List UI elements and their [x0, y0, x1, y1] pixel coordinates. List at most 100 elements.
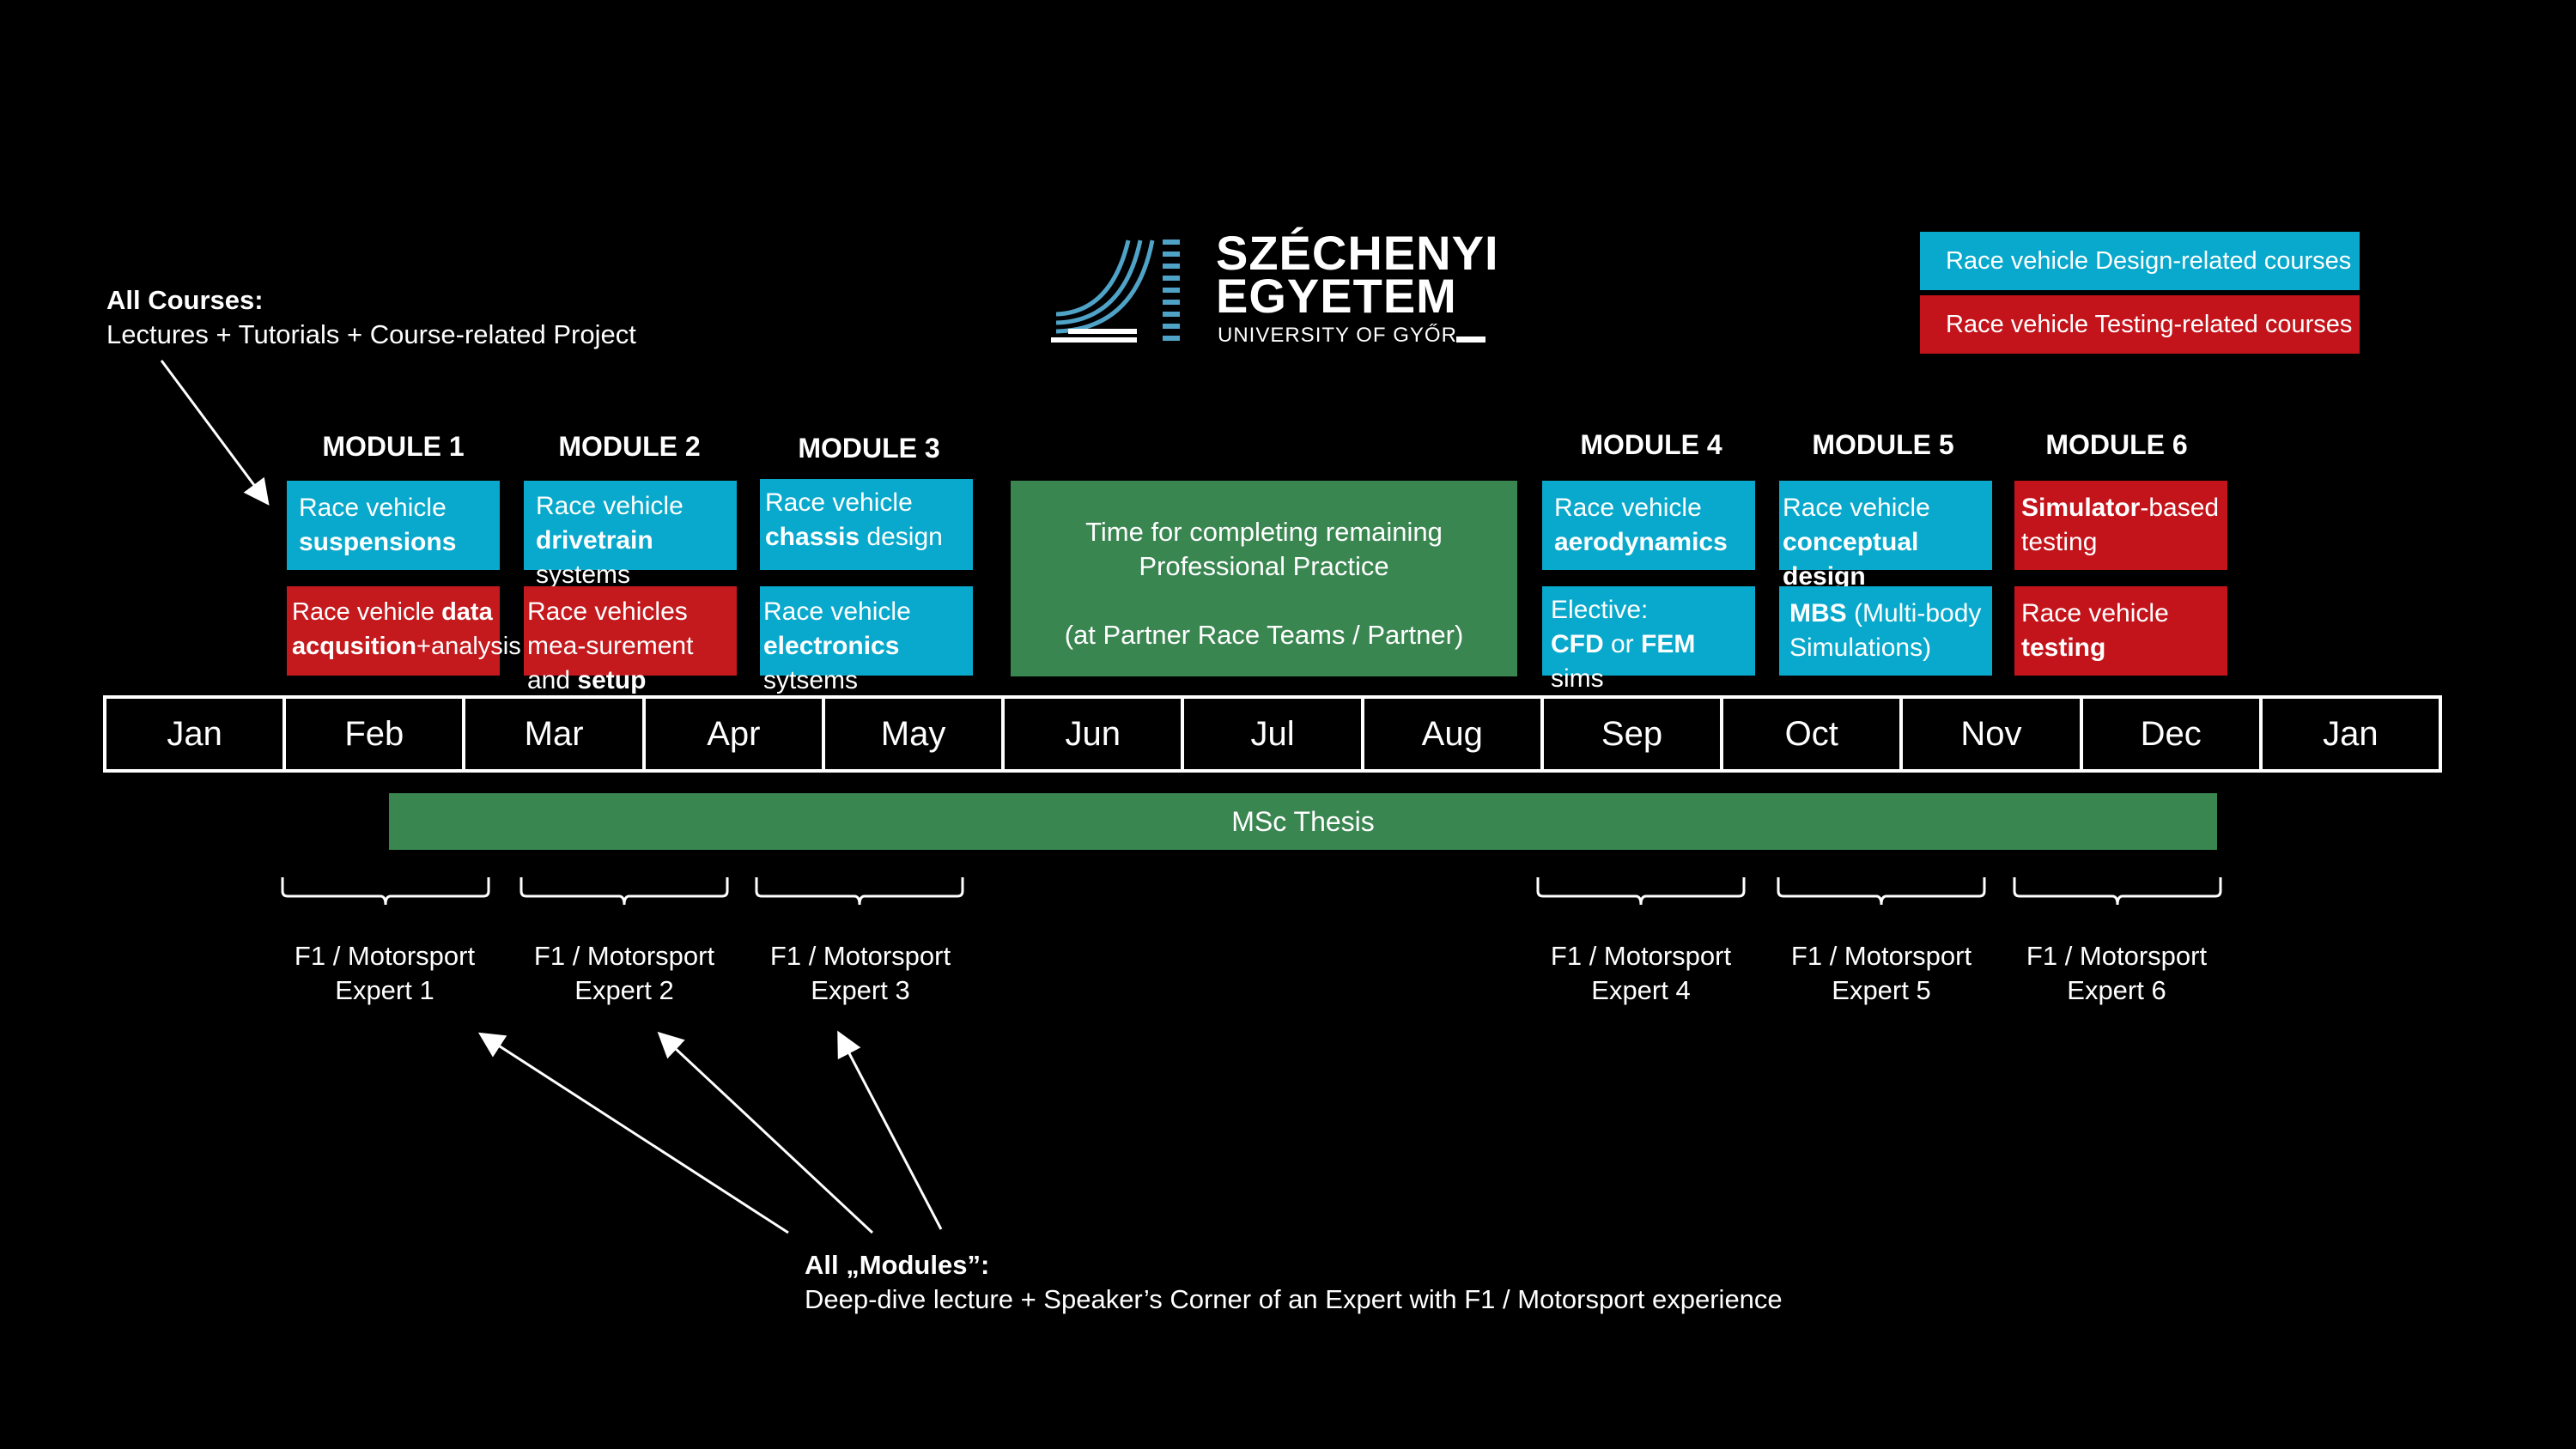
course-text: or	[1603, 630, 1642, 658]
expert-4-label: F1 / Motorsport Expert 4	[1525, 939, 1757, 1008]
month-cell: Jun	[1005, 699, 1185, 769]
course-text: Race vehicle	[299, 494, 447, 522]
module-3-course-electronics: Race vehicle electronics sytsems	[760, 586, 973, 694]
expert-braces	[281, 877, 2222, 906]
expert-line2: Expert 3	[811, 975, 910, 1005]
expert-line1: F1 / Motorsport	[533, 941, 715, 971]
month-timeline: Jan Feb Mar Apr May Jun Jul Aug Sep Oct …	[103, 695, 2442, 773]
logo-line2: EGYETEM	[1216, 269, 1457, 323]
module-3-course-chassis: Race vehicle chassis design	[760, 479, 973, 570]
brace-2	[519, 877, 729, 906]
module-2-course-measurement-setup: Race vehicles mea-surement and setup	[524, 586, 737, 694]
logo-dash	[1456, 336, 1485, 343]
expert-2-label: F1 / Motorsport Expert 2	[508, 939, 740, 1008]
course-bold: FEM	[1641, 630, 1696, 658]
university-logo	[1051, 237, 1489, 349]
module-6-course-vehicle-testing: Race vehicle testing	[2014, 586, 2227, 676]
arrows	[160, 360, 943, 1234]
expert-line1: F1 / Motorsport	[1790, 941, 1972, 971]
practice-line1: Time for completing remaining	[1085, 517, 1443, 547]
course-text: Race vehicle	[2021, 599, 2169, 627]
module-4-course-aerodynamics: Race vehicle aerodynamics	[1542, 481, 1755, 570]
course-text: Race vehicle	[292, 598, 442, 626]
all-modules-note: All „Modules”: Deep-dive lecture + Speak…	[805, 1248, 1783, 1317]
arrow-module-2	[657, 1031, 874, 1234]
month-cell: Apr	[646, 699, 825, 769]
course-text: Race vehicle	[536, 492, 683, 520]
legend-testing-label: Race vehicle Testing-related courses	[1946, 310, 2353, 338]
month-cell: Feb	[286, 699, 466, 769]
module-1-course-data-acquisition: Race vehicle data acqusition+analysis	[287, 586, 521, 676]
arrow-module-3	[837, 1030, 943, 1230]
course-text: Elective:	[1551, 596, 1649, 624]
expert-line2: Expert 1	[335, 975, 434, 1005]
professional-practice-box: Time for completing remaining Profession…	[1011, 481, 1517, 676]
module-5-title: MODULE 5	[1812, 429, 1954, 460]
expert-5-label: F1 / Motorsport Expert 5	[1765, 939, 1997, 1008]
module-6-title: MODULE 6	[2045, 429, 2188, 460]
month-cell: Sep	[1544, 699, 1724, 769]
expert-line2: Expert 4	[1591, 975, 1691, 1005]
expert-6-label: F1 / Motorsport Expert 6	[2001, 939, 2233, 1008]
course-text: design	[860, 523, 943, 551]
legend-design: Race vehicle Design-related courses	[1920, 232, 2360, 290]
course-bold: electronics	[763, 632, 900, 660]
course-text: systems	[536, 561, 631, 589]
expert-line1: F1 / Motorsport	[769, 941, 951, 971]
practice-line2: Professional Practice	[1139, 551, 1389, 581]
module-2-course-drivetrain: Race vehicle drivetrain systems	[524, 481, 737, 589]
month-cell: Nov	[1903, 699, 2083, 769]
module-1-course-suspensions: Race vehicle suspensions	[287, 481, 500, 570]
brace-4	[1536, 877, 1746, 906]
month-cell: Aug	[1364, 699, 1544, 769]
month-cell: Mar	[465, 699, 646, 769]
course-text: (Multi-body Simulations)	[1789, 599, 1982, 662]
month-cell: Jan	[106, 699, 287, 769]
expert-line1: F1 / Motorsport	[2026, 941, 2208, 971]
module-3-title: MODULE 3	[798, 433, 940, 464]
brace-6	[2013, 877, 2222, 906]
module-1-title: MODULE 1	[322, 431, 465, 462]
month-cell: May	[825, 699, 1005, 769]
course-text: sytsems	[763, 666, 859, 694]
course-bold: MBS	[1789, 599, 1847, 627]
course-bold: conceptual design	[1783, 528, 1919, 591]
course-bold: testing	[2021, 634, 2106, 662]
module-5-course-conceptual-design: Race vehicle conceptual design	[1779, 481, 1992, 591]
month-cell: Jan	[2323, 714, 2379, 753]
arrow-module-1	[477, 1032, 789, 1234]
all-courses-note: All Courses: Lectures + Tutorials + Cour…	[106, 283, 636, 352]
expert-line2: Expert 6	[2067, 975, 2166, 1005]
module-6-course-simulator-testing: Simulator-based testing	[2014, 481, 2227, 570]
expert-line1: F1 / Motorsport	[294, 941, 476, 971]
module-5-course-mbs: MBS (Multi-body Simulations)	[1779, 586, 1992, 676]
course-bold: setup	[577, 666, 647, 694]
expert-line2: Expert 5	[1832, 975, 1931, 1005]
course-text: Race vehicle	[1783, 494, 1930, 522]
all-courses-title: All Courses:	[106, 285, 264, 315]
course-bold: drivetrain	[536, 526, 653, 555]
course-text: +analysis	[416, 633, 521, 660]
expert-3-label: F1 / Motorsport Expert 3	[744, 939, 976, 1008]
month-cell: Jul	[1184, 699, 1364, 769]
all-modules-title: All „Modules”:	[805, 1250, 990, 1280]
course-bold: aerodynamics	[1554, 528, 1728, 556]
logo-subtitle: UNIVERSITY OF GYŐR	[1218, 324, 1457, 347]
course-bold: data acqusition	[292, 598, 493, 660]
all-courses-text: Lectures + Tutorials + Course-related Pr…	[106, 319, 636, 349]
legend-design-label: Race vehicle Design-related courses	[1946, 246, 2352, 275]
brace-1	[281, 877, 490, 906]
course-bold: chassis	[765, 523, 860, 551]
brace-5	[1777, 877, 1986, 906]
course-bold: suspensions	[299, 528, 457, 556]
msc-thesis-bar: MSc Thesis	[389, 793, 2217, 850]
module-2-title: MODULE 2	[558, 431, 701, 462]
practice-line3: (at Partner Race Teams / Partner)	[1064, 620, 1464, 650]
course-text: Race vehicle	[1554, 494, 1702, 522]
course-bold: CFD	[1551, 630, 1604, 658]
expert-1-label: F1 / Motorsport Expert 1	[269, 939, 501, 1008]
legend-testing: Race vehicle Testing-related courses	[1920, 295, 2360, 354]
expert-line2: Expert 2	[574, 975, 674, 1005]
course-text: -based testing	[2021, 494, 2220, 556]
